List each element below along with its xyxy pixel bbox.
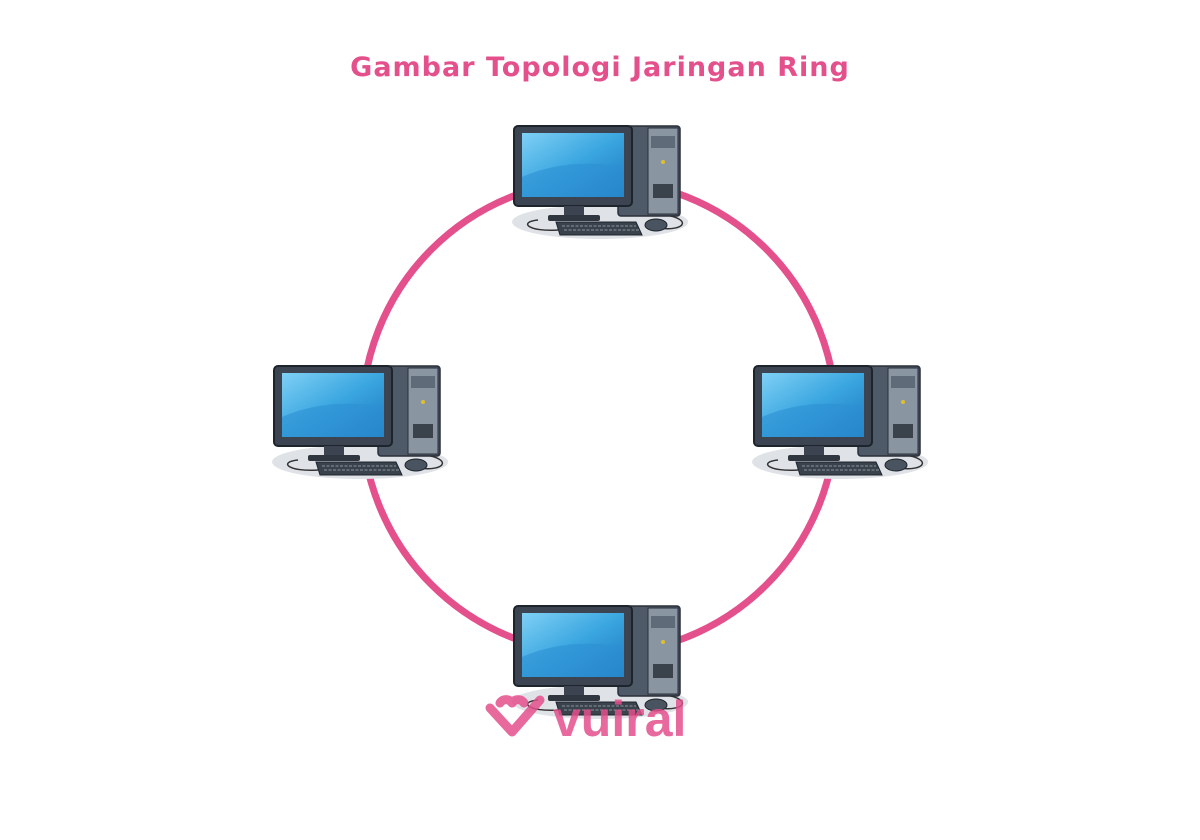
heart-check-icon (485, 695, 545, 737)
computer-node-left (271, 365, 449, 480)
watermark-logo: vuiral (485, 691, 686, 747)
computer-node-top (511, 125, 689, 240)
computer-node-right (751, 365, 929, 480)
diagram-title: Gambar Topologi Jaringan Ring (350, 52, 850, 83)
watermark-text: vuiral (553, 691, 686, 747)
